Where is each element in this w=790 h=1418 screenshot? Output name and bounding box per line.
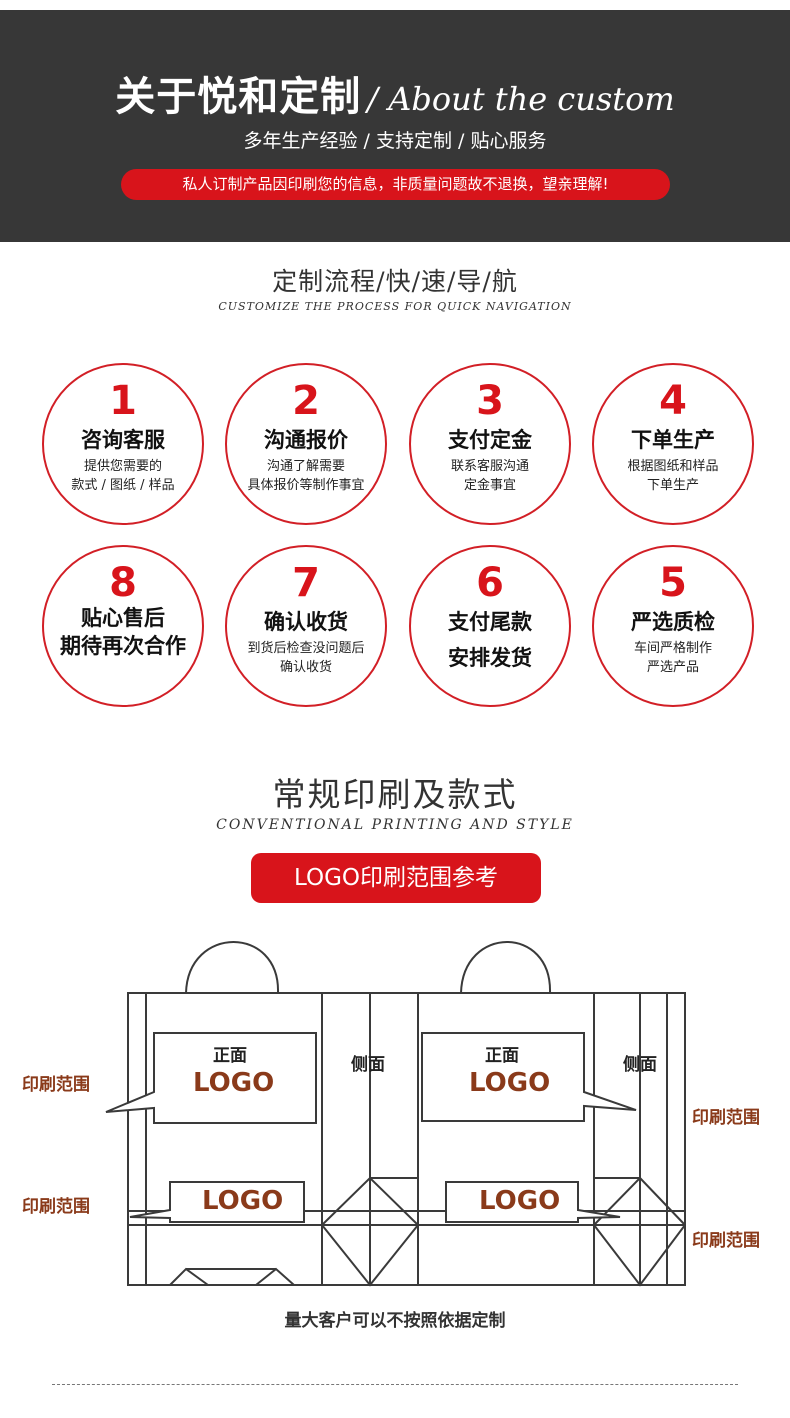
step-6: 6 支付尾款 安排发货 [409,545,571,707]
print-range-label: 印刷范围 [692,1108,760,1128]
step-desc-line: 车间严格制作 [633,641,712,656]
hero-banner: 关于悦和定制/ About the custom 多年生产经验 / 支持定制 /… [0,10,790,242]
bag-outline [127,992,686,1286]
step-title: 贴心售后 [81,606,165,630]
bottom-print-box [129,1181,305,1223]
hero-title-cn: 关于悦和定制 [115,73,362,120]
step-desc-line: 根据图纸和样品 [627,459,719,474]
step-title: 支付尾款 [448,610,532,634]
step-number: 7 [292,560,320,606]
step-1: 1 咨询客服 提供您需要的 款式 / 图纸 / 样品 [42,363,204,525]
logo-placeholder: LOGO [193,1068,275,1098]
bag-handle [460,941,552,994]
step-title: 下单生产 [631,428,715,452]
step-number: 6 [476,560,504,606]
step-desc-line: 联系客服沟通 [450,459,529,474]
step-desc-line: 确认收货 [279,660,332,675]
step-title: 确认收货 [264,610,348,634]
bag-print-diagram: 印刷范围 印刷范围 印刷范围 印刷范围 正面 正面 侧面 侧面 LOGO LOG… [0,920,790,1300]
custom-footnote: 量大客户可以不按照依据定制 [284,1311,506,1331]
step-desc-line: 提供您需要的 [83,459,162,474]
logo-placeholder: LOGO [202,1186,284,1216]
logo-range-button[interactable]: LOGO印刷范围参考 [251,853,541,903]
hero-title-en: / About the custom [367,80,675,118]
hero-subtitle: 多年生产经验 / 支持定制 / 贴心服务 [243,130,547,152]
front-print-box [105,1032,317,1124]
printing-subtitle: CONVENTIONAL PRINTING AND STYLE [216,817,574,833]
step-title-line2: 期待再次合作 [60,634,186,658]
step-desc-line: 下单生产 [646,478,699,493]
step-number: 8 [109,560,137,606]
divider [52,1384,738,1385]
step-number: 1 [109,378,137,424]
step-title: 咨询客服 [81,428,165,452]
step-desc: 车间严格制作 严选产品 [594,639,752,677]
step-5: 5 严选质检 车间严格制作 严选产品 [592,545,754,707]
step-2: 2 沟通报价 沟通了解需要 具体报价等制作事宜 [225,363,387,525]
step-desc-line: 具体报价等制作事宜 [247,478,365,493]
side-label: 侧面 [351,1055,385,1075]
step-number: 2 [292,378,320,424]
bag-handle [185,941,280,994]
print-range-label: 印刷范围 [692,1231,760,1251]
front-print-box [421,1032,637,1122]
print-range-label: 印刷范围 [22,1075,90,1095]
step-desc: 沟通了解需要 具体报价等制作事宜 [227,457,385,495]
front-label: 正面 [213,1046,247,1066]
step-title: 支付定金 [448,428,532,452]
step-4: 4 下单生产 根据图纸和样品 下单生产 [592,363,754,525]
step-number: 3 [476,378,504,424]
step-8: 8 贴心售后 期待再次合作 [42,545,204,707]
step-number: 5 [659,560,687,606]
step-3: 3 支付定金 联系客服沟通 定金事宜 [409,363,571,525]
step-title: 沟通报价 [264,428,348,452]
step-title: 严选质检 [631,610,715,634]
step-desc-line: 定金事宜 [463,478,516,493]
side-label: 侧面 [623,1055,657,1075]
step-desc: 根据图纸和样品 下单生产 [594,457,752,495]
print-range-label: 印刷范围 [22,1197,90,1217]
printing-title: 常规印刷及款式 [272,775,518,814]
step-desc: 到货后检查没问题后 确认收货 [227,639,385,677]
logo-placeholder: LOGO [469,1068,551,1098]
step-desc-line: 到货后检查没问题后 [247,641,365,656]
front-label: 正面 [485,1046,519,1066]
step-desc: 提供您需要的 款式 / 图纸 / 样品 [44,457,202,495]
notice-badge: 私人订制产品因印刷您的信息，非质量问题故不退换，望亲理解! [121,169,670,200]
step-7: 7 确认收货 到货后检查没问题后 确认收货 [225,545,387,707]
logo-placeholder: LOGO [479,1186,561,1216]
process-subtitle: CUSTOMIZE THE PROCESS FOR QUICK NAVIGATI… [218,300,572,313]
bottom-print-box [445,1181,621,1223]
step-title-line2: 安排发货 [448,646,532,670]
process-title: 定制流程/快/速/导/航 [272,267,518,296]
step-desc-line: 款式 / 图纸 / 样品 [71,478,175,493]
step-desc-line: 沟通了解需要 [266,459,345,474]
step-desc-line: 严选产品 [646,660,699,675]
step-number: 4 [659,378,687,424]
step-desc: 联系客服沟通 定金事宜 [411,457,569,495]
hero-title: 关于悦和定制/ About the custom [0,64,790,122]
bag-outline-drawing [105,941,686,1287]
